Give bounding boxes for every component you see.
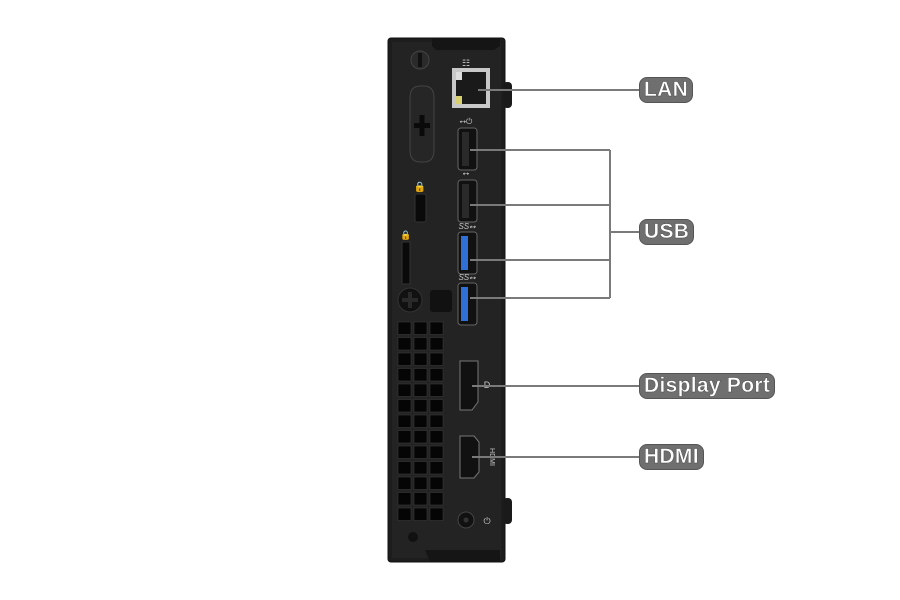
vent-slot xyxy=(413,507,428,521)
label-usb: USB xyxy=(639,219,695,245)
vent-slot xyxy=(413,492,428,506)
vent-slot xyxy=(413,368,428,382)
lan-led xyxy=(456,96,462,104)
vent-slot xyxy=(429,492,444,506)
vent-slot xyxy=(413,445,428,459)
vent-slot xyxy=(413,337,428,351)
top-tab xyxy=(432,38,500,50)
padlock-loop xyxy=(401,241,411,285)
vent-slot xyxy=(429,399,444,413)
vent-slot xyxy=(397,383,412,397)
vent-slot xyxy=(397,321,412,335)
hdmi-port xyxy=(459,435,480,479)
vent-slot xyxy=(397,368,412,382)
label-hdmi: HDMI xyxy=(639,444,704,470)
side-foot xyxy=(503,82,512,108)
vent-slot xyxy=(429,507,444,521)
ss-usb-icon: SS⭤ xyxy=(458,273,476,282)
vent-slot xyxy=(429,430,444,444)
vent-slot xyxy=(429,414,444,428)
side-foot xyxy=(503,498,512,524)
usb-power-icon: ⭤⏻ xyxy=(460,117,473,126)
vent-slot xyxy=(397,337,412,351)
plus-icon-v xyxy=(419,115,425,136)
screw-hole xyxy=(408,532,418,542)
vent-slot xyxy=(397,492,412,506)
vent-slot xyxy=(413,352,428,366)
network-icon: ☷ xyxy=(462,58,470,68)
vent-slot xyxy=(397,352,412,366)
vent-slot xyxy=(397,414,412,428)
lan-led xyxy=(456,72,462,80)
lock-icon: 🔒 xyxy=(414,181,426,193)
vent-slot xyxy=(413,399,428,413)
vent-slot xyxy=(397,430,412,444)
vent-slot xyxy=(413,430,428,444)
screw-slot xyxy=(418,53,422,67)
vent-slot xyxy=(429,445,444,459)
vent-slot xyxy=(413,383,428,397)
thumb-screw-v xyxy=(408,292,412,308)
usb3-port-2: SS⭤ xyxy=(457,273,478,326)
ss-usb-icon: SS⭤ xyxy=(458,222,476,231)
vent-slot xyxy=(429,321,444,335)
vent-slot xyxy=(429,461,444,475)
leader-lines xyxy=(470,89,642,458)
cable-clip xyxy=(430,290,452,312)
vent-slot xyxy=(429,476,444,490)
vent-slot xyxy=(397,399,412,413)
power-plug-icon: ⏻ xyxy=(483,516,490,526)
vent-slot xyxy=(429,383,444,397)
padlock-icon: 🔒 xyxy=(400,230,411,240)
label-lan: LAN xyxy=(639,77,694,103)
vent-slot xyxy=(413,321,428,335)
vent-slot xyxy=(429,352,444,366)
power-jack-pin xyxy=(463,517,469,523)
vent-slot xyxy=(397,507,412,521)
usb-port-2: ⭤ xyxy=(457,169,478,223)
vent-slot xyxy=(429,337,444,351)
vent-grid xyxy=(397,321,444,521)
usb3-port-1: SS⭤ xyxy=(457,222,478,275)
vent-slot xyxy=(397,476,412,490)
vent-slot xyxy=(413,476,428,490)
displayport-port xyxy=(459,360,479,411)
security-slot xyxy=(414,193,427,223)
label-display-port: Display Port xyxy=(639,373,776,399)
bottom-tab xyxy=(425,550,500,562)
vent-slot xyxy=(413,461,428,475)
vent-slot xyxy=(413,414,428,428)
vent-slot xyxy=(429,368,444,382)
usb-icon: ⭤ xyxy=(463,169,470,178)
vent-slot xyxy=(397,445,412,459)
vent-slot xyxy=(397,461,412,475)
